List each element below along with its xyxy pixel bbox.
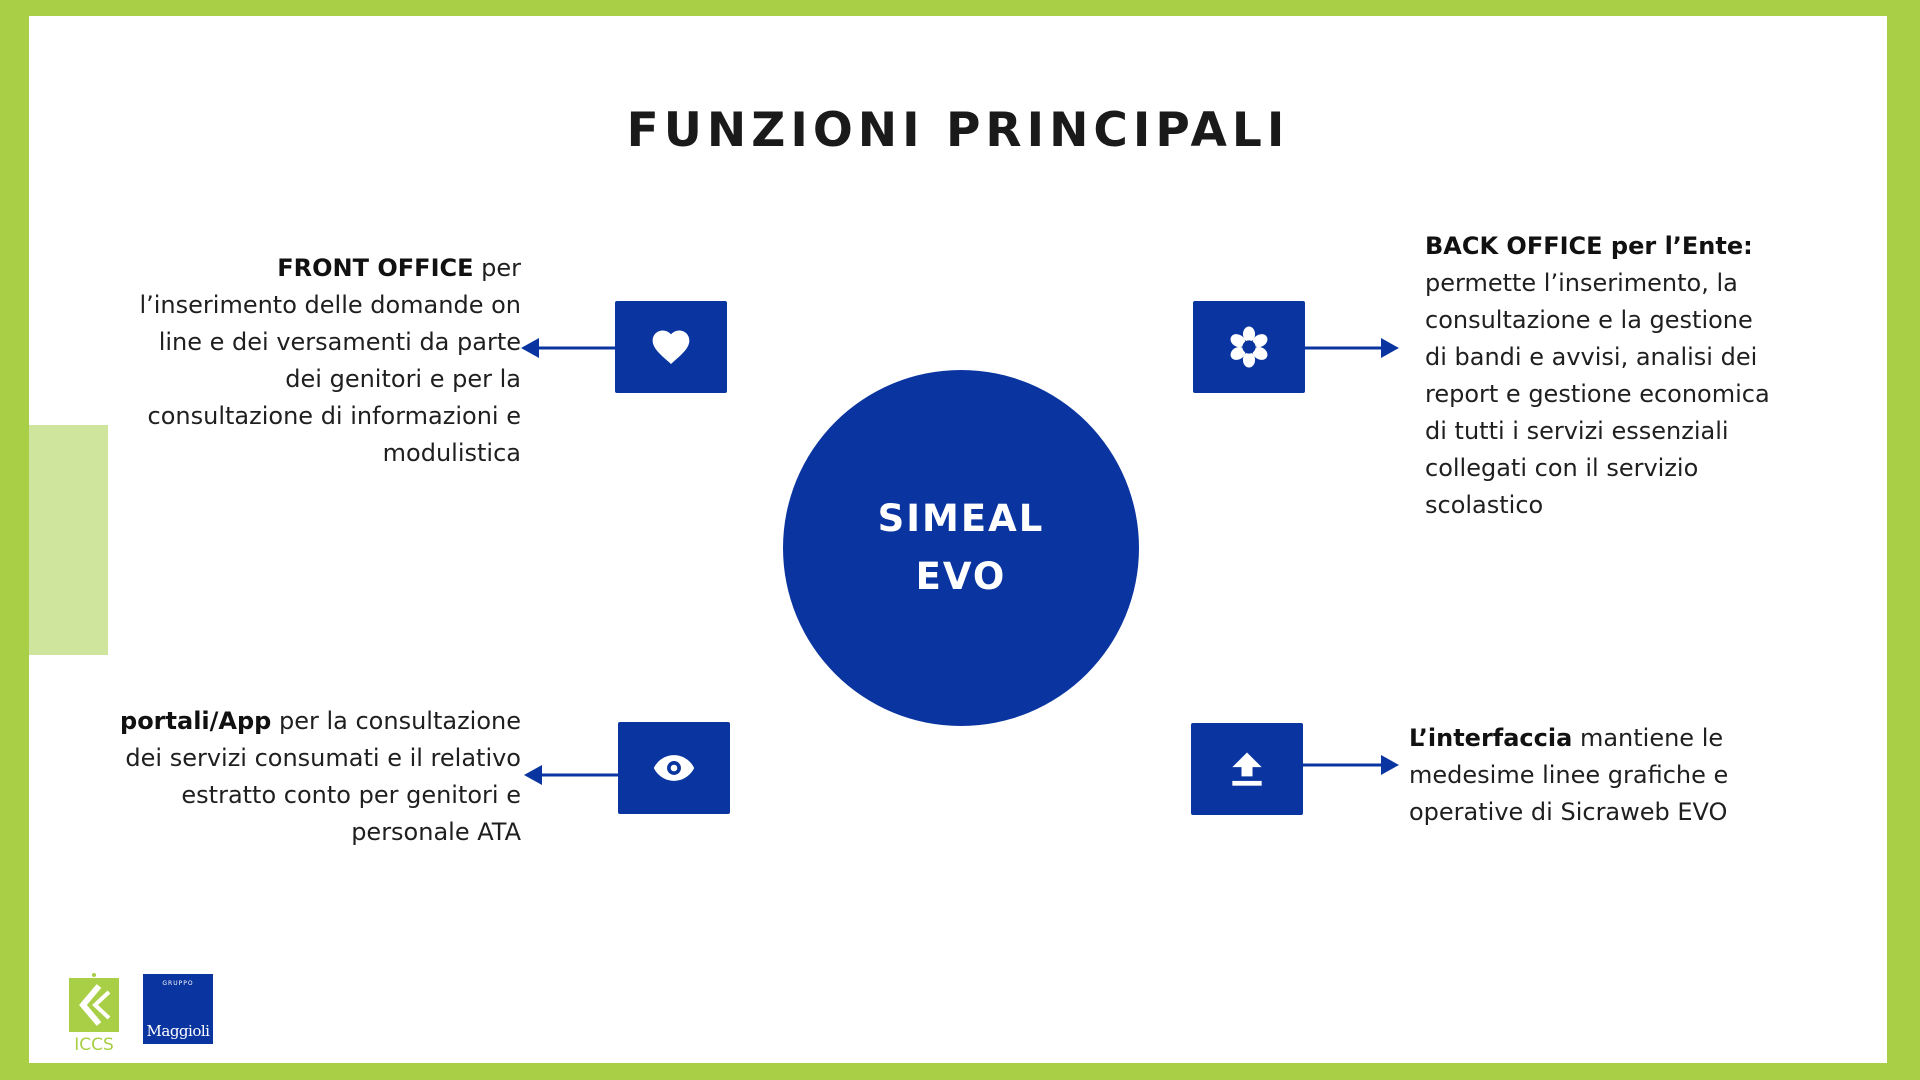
heart-icon (652, 330, 690, 365)
front-office-icon-box (615, 301, 727, 393)
maggioli-logo-name: Maggioli (146, 1022, 210, 1040)
front-office-description: FRONT OFFICE per l’inserimento delle dom… (139, 250, 521, 472)
hub-label-line1: SIMEAL (877, 497, 1045, 540)
hub-circle: SIMEAL EVO (783, 370, 1139, 726)
side-accent-bar (29, 425, 108, 655)
upload-icon (1232, 752, 1262, 786)
back-office-description: BACK OFFICE per l’Ente: permette l’inser… (1425, 228, 1771, 524)
interfaccia-icon-box (1191, 723, 1303, 815)
front-office-text: per l’inserimento delle domande on line … (139, 254, 521, 467)
interfaccia-description: L’interfaccia mantiene le medesime linee… (1409, 720, 1755, 831)
back-office-connector-arrow (1305, 338, 1399, 358)
iccs-logo-text: ICCS (74, 1035, 114, 1055)
maggioli-logo-group-text: GRUPPO (162, 980, 194, 987)
front-office-title: FRONT OFFICE (277, 254, 474, 282)
interfaccia-title: L’interfaccia (1409, 724, 1573, 752)
portali-app-description: portali/App per la consultazione dei ser… (89, 703, 521, 851)
portali-app-title: portali/App (120, 707, 272, 735)
hub-label-line2: EVO (915, 555, 1007, 598)
front-office-connector-arrow (521, 338, 615, 358)
maggioli-logo: GRUPPO Maggioli (143, 974, 213, 1044)
portali-app-connector-arrow (524, 765, 618, 785)
interfaccia-text: mantiene le medesime linee grafiche e op… (1409, 724, 1729, 826)
back-office-title: BACK OFFICE per l’Ente: (1425, 232, 1753, 260)
interfaccia-connector-arrow (1303, 755, 1399, 775)
page-title: FUNZIONI PRINCIPALI (626, 103, 1290, 158)
portali-app-icon-box (618, 722, 730, 814)
portali-app-text: per la consultazione dei servizi consuma… (125, 707, 521, 846)
iccs-logo: ICCS (69, 973, 119, 1055)
back-office-text: permette l’inserimento, la consultazione… (1425, 269, 1770, 519)
back-office-icon-box (1193, 301, 1305, 393)
eye-icon (653, 755, 695, 781)
flower-icon (1230, 326, 1268, 368)
